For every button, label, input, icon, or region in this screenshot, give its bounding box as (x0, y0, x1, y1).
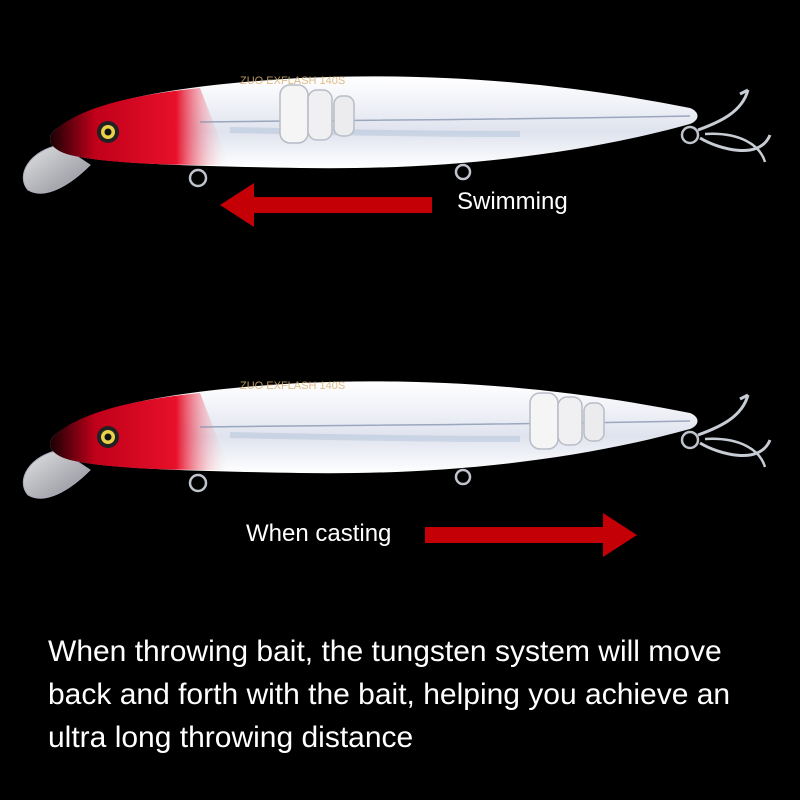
tungsten-weights (279, 84, 355, 144)
description-caption: When throwing bait, the tungsten system … (48, 635, 731, 754)
casting-label: When casting (246, 520, 392, 547)
arrow-right-icon (425, 513, 637, 557)
arrow-left-icon (220, 183, 432, 227)
lure-casting-image (0, 365, 800, 535)
swimming-label: Swimming (457, 188, 568, 215)
lure-swimming-image (0, 60, 800, 230)
tungsten-weights (529, 392, 605, 450)
